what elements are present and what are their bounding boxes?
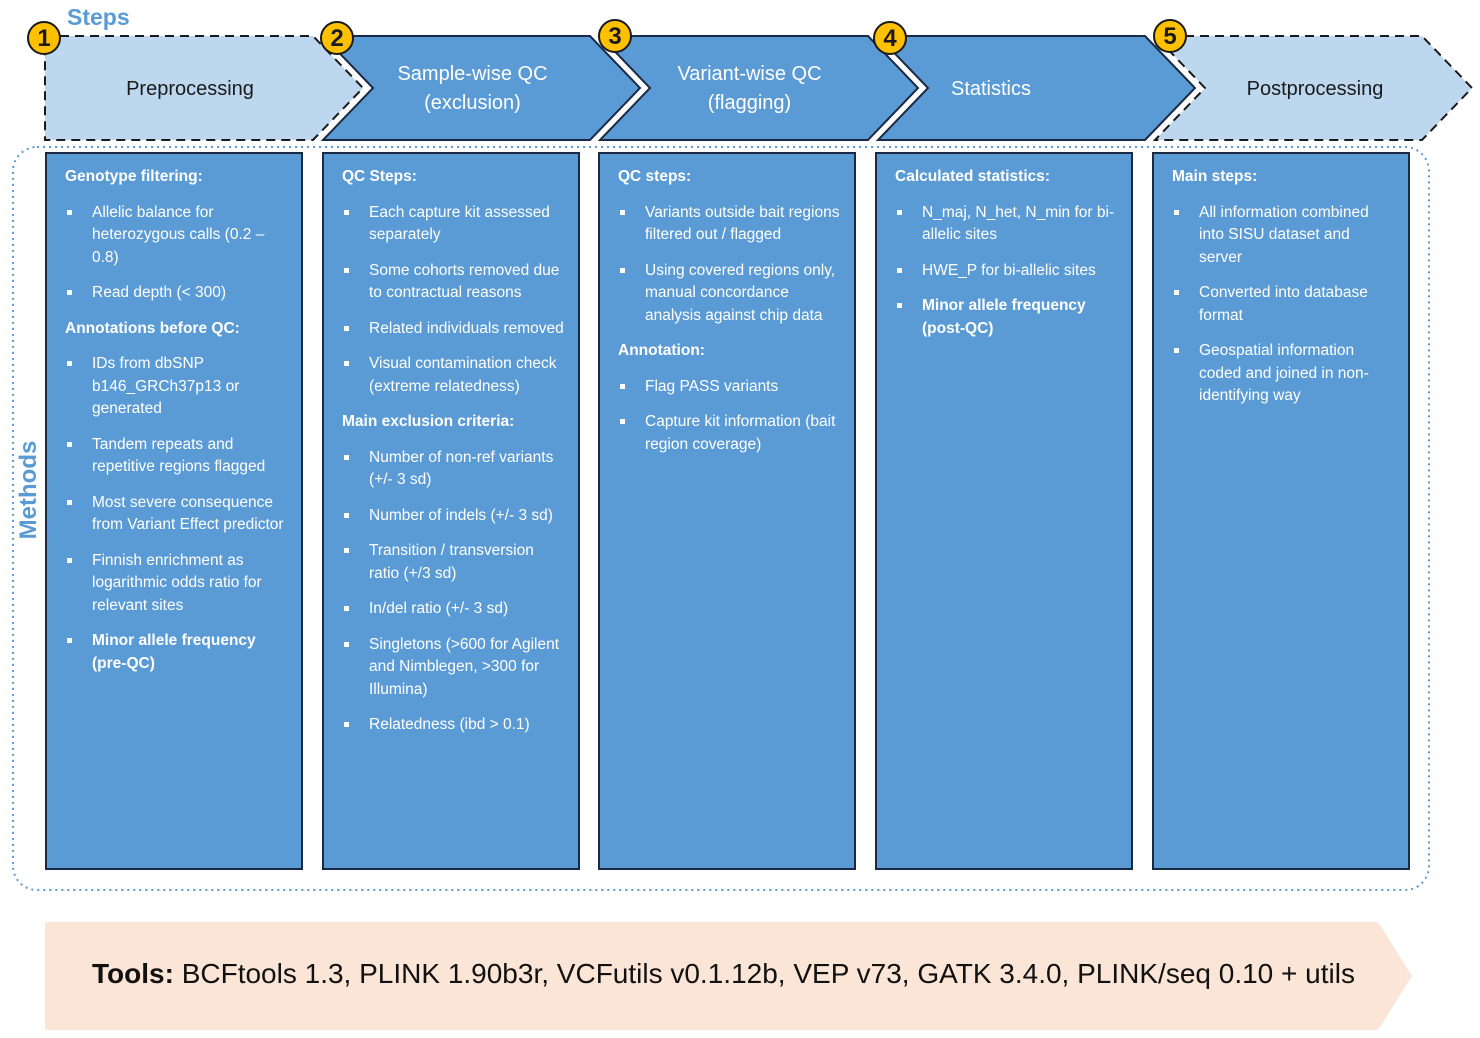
methods-label: Methods [15, 440, 42, 540]
step-2-title: Sample-wise QC (exclusion) [360, 60, 585, 118]
bullet-item: Using covered regions only, manual conco… [618, 260, 840, 328]
bullet-list: Variants outside bait regions filtered o… [618, 202, 840, 328]
bullet-item: Geospatial information coded and joined … [1172, 340, 1394, 408]
step-3-chevron [597, 35, 920, 141]
step-1-title: Preprocessing [55, 60, 325, 118]
step-4-badge: 4 [873, 21, 907, 55]
bullet-item: Capture kit information (bait region cov… [618, 411, 840, 456]
methods-container [12, 146, 1430, 891]
bullet-item: Finnish enrichment as logarithmic odds r… [65, 550, 287, 618]
step-3-title-line-1: Variant-wise QC [677, 63, 822, 85]
step-5-chevron [1152, 35, 1474, 141]
section-heading: Annotations before QC: [65, 319, 240, 337]
step-1-title-line-1: Preprocessing [126, 77, 254, 100]
section-heading: Main steps: [1172, 168, 1258, 185]
method-column-postprocessing: Main steps: All information combined into… [1152, 152, 1410, 870]
bullet-item: Minor allele frequency (pre-QC) [65, 630, 287, 675]
bullet-list: IDs from dbSNP b146_GRCh37p13 or generat… [65, 353, 287, 675]
bullet-item: Some cohorts removed due to contractual … [342, 260, 564, 305]
bullet-item: Flag PASS variants [618, 376, 840, 399]
bullet-item: Number of indels (+/- 3 sd) [342, 505, 564, 528]
bullet-item: Read depth (< 300) [65, 282, 287, 305]
method-column-variant-qc: QC steps: Variants outside bait regions f… [598, 152, 856, 870]
step-2-title-line-1: Sample-wise QC [397, 63, 548, 85]
bullet-item: Converted into database format [1172, 282, 1394, 327]
steps-label: Steps [67, 4, 130, 30]
step-5-badge: 5 [1153, 19, 1187, 53]
method-column-preprocessing: Genotype filtering: Allelic balance for h… [45, 152, 303, 870]
step-5-title: Postprocessing [1200, 60, 1430, 118]
bullet-list: Number of non-ref variants (+/- 3 sd) Num… [342, 447, 564, 737]
bullet-item: HWE_P for bi-allelic sites [895, 260, 1117, 283]
step-1-chevron [44, 35, 365, 141]
bullet-item: Related individuals removed [342, 318, 564, 341]
step-1-badge: 1 [27, 21, 61, 55]
step-3-badge: 3 [598, 19, 632, 53]
section-heading: QC steps: [618, 168, 692, 185]
method-column-statistics: Calculated statistics: N_maj, N_het, N_mi… [875, 152, 1133, 870]
tools-list: BCFtools 1.3, PLINK 1.90b3r, VCFutils v0… [181, 958, 1355, 989]
tools-text: Tools: BCFtools 1.3, PLINK 1.90b3r, VCFu… [92, 958, 1355, 990]
bullet-item: Variants outside bait regions filtered o… [618, 202, 840, 247]
section-heading: Calculated statistics: [895, 168, 1051, 185]
method-column-sample-qc: QC Steps: Each capture kit assessed separ… [322, 152, 580, 870]
bullet-item: Relatedness (ibd > 0.1) [342, 714, 564, 737]
bullet-item: Most severe consequence from Variant Eff… [65, 492, 287, 537]
section-heading: Genotype filtering: [65, 168, 203, 185]
bullet-item: N_maj, N_het, N_min for bi-allelic sites [895, 202, 1117, 247]
bullet-item: Number of non-ref variants (+/- 3 sd) [342, 447, 564, 492]
bullet-list: All information combined into SISU datas… [1172, 202, 1394, 408]
step-3-title-line-2: (flagging) [707, 92, 792, 114]
bullet-item: All information combined into SISU datas… [1172, 202, 1394, 270]
tools-label: Tools: [92, 958, 174, 989]
bullet-item: Singletons (>600 for Agilent and Nimbleg… [342, 634, 564, 702]
bullet-item: Visual contamination check (extreme rela… [342, 353, 564, 398]
bullet-item: Each capture kit assessed separately [342, 202, 564, 247]
section-heading: Annotation: [618, 342, 705, 359]
section-heading: QC Steps: [342, 168, 417, 185]
bullet-item: Transition / transversion ratio (+/3 sd) [342, 540, 564, 585]
bullet-list: Allelic balance for heterozygous calls (… [65, 202, 287, 305]
step-4-title-line-1: Statistics [950, 77, 1032, 100]
step-2-title-line-2: (exclusion) [424, 92, 521, 114]
bullet-list: N_maj, N_het, N_min for bi-allelic sites… [895, 202, 1117, 341]
bullet-item: IDs from dbSNP b146_GRCh37p13 or generat… [65, 353, 287, 421]
bullet-item: Minor allele frequency (post-QC) [895, 295, 1117, 340]
step-4-title: Statistics [915, 60, 1067, 118]
step-4-chevron [875, 35, 1197, 141]
step-2-chevron [320, 35, 642, 141]
bullet-item: Tandem repeats and repetitive regions fl… [65, 434, 287, 479]
tools-banner [45, 922, 1412, 1030]
bullet-item: Allelic balance for heterozygous calls (… [65, 202, 287, 270]
step-2-badge: 2 [320, 21, 354, 55]
step-5-title-line-1: Postprocessing [1246, 77, 1384, 100]
step-3-title: Variant-wise QC (flagging) [637, 60, 862, 118]
bullet-item: In/del ratio (+/- 3 sd) [342, 598, 564, 621]
section-heading: Main exclusion criteria: [342, 413, 515, 430]
